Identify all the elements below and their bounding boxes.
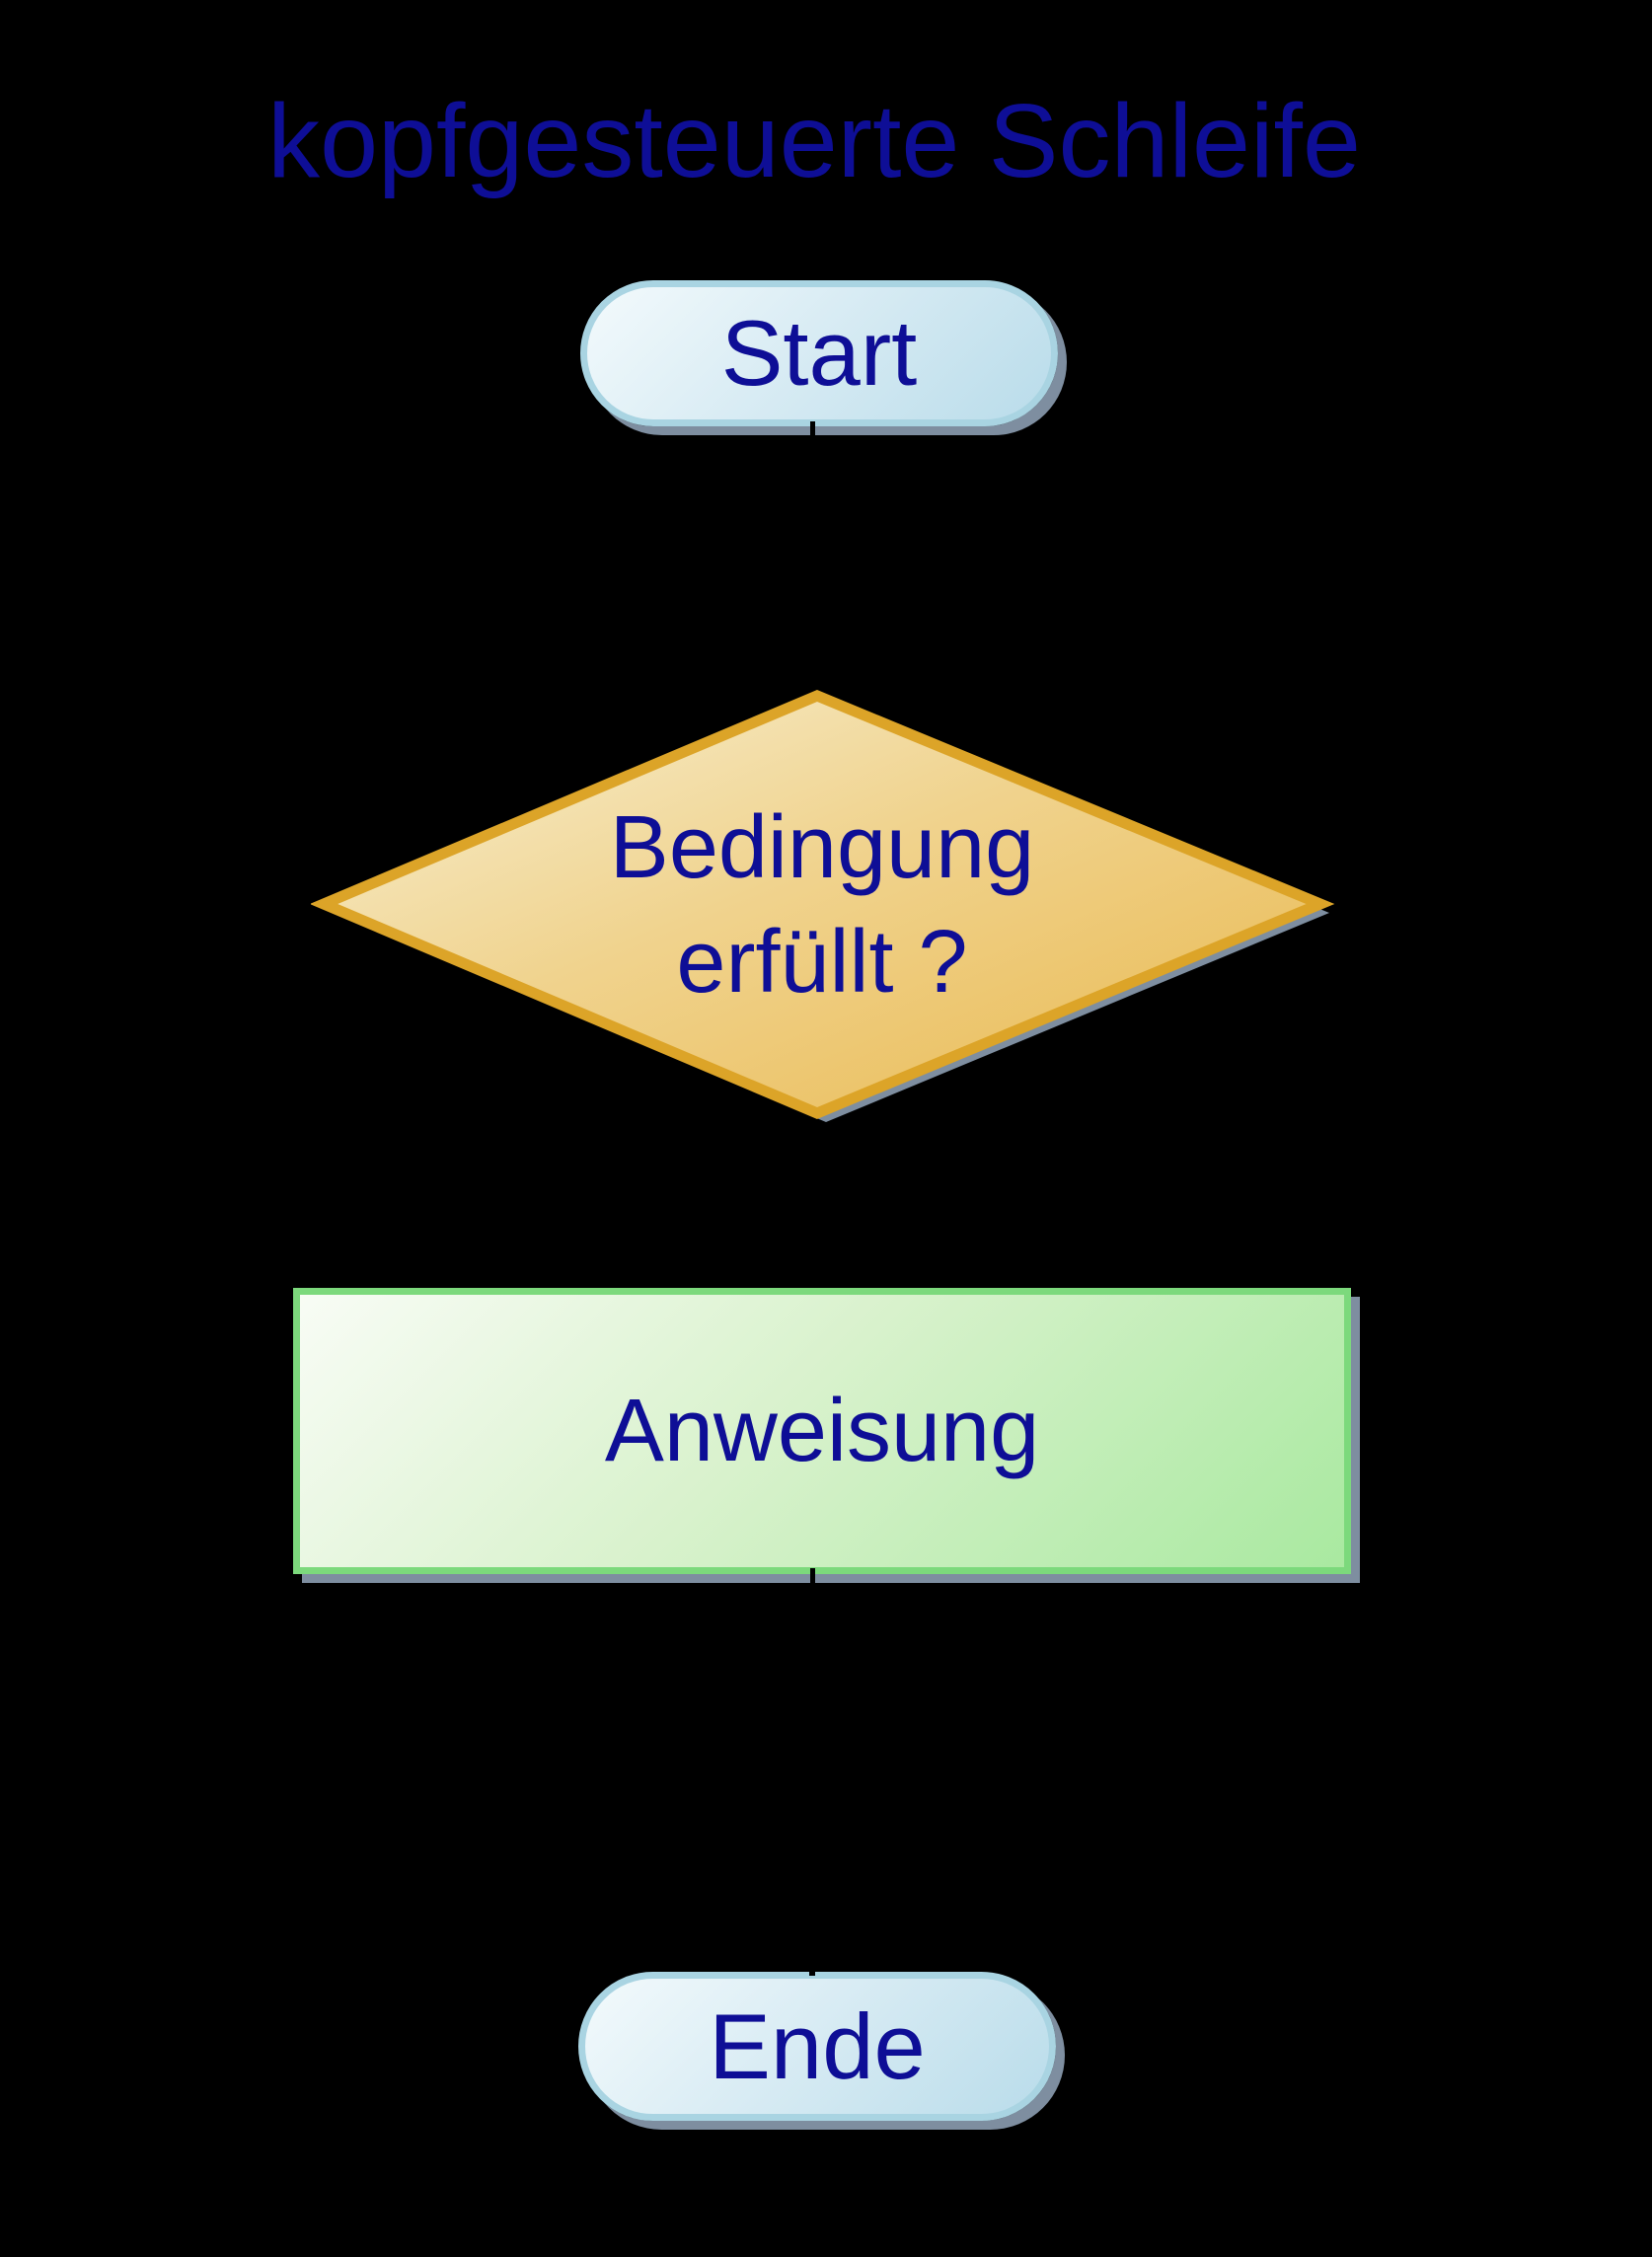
- process-node: Anweisung: [293, 1288, 1351, 1574]
- start-node-label: Start: [720, 301, 918, 405]
- decision-label-line1: Bedingung: [609, 797, 1035, 897]
- decision-diamond-shape: [311, 690, 1335, 1122]
- connector-tick-below-process: [810, 1568, 815, 1585]
- start-node: Start: [580, 280, 1058, 426]
- diagram-title: kopfgesteuerte Schleife: [267, 83, 1361, 199]
- connector-tick-above-end: [809, 1966, 815, 1976]
- decision-diamond-body: [311, 690, 1335, 1119]
- connector-tick-below-start: [810, 421, 815, 439]
- end-node: Ende: [578, 1972, 1056, 2121]
- process-node-label: Anweisung: [604, 1382, 1040, 1480]
- decision-label-line2: erfüllt ?: [676, 912, 968, 1012]
- end-node-label: Ende: [709, 1994, 926, 2098]
- decision-node-label: Bedingung erfüllt ?: [324, 696, 1320, 1113]
